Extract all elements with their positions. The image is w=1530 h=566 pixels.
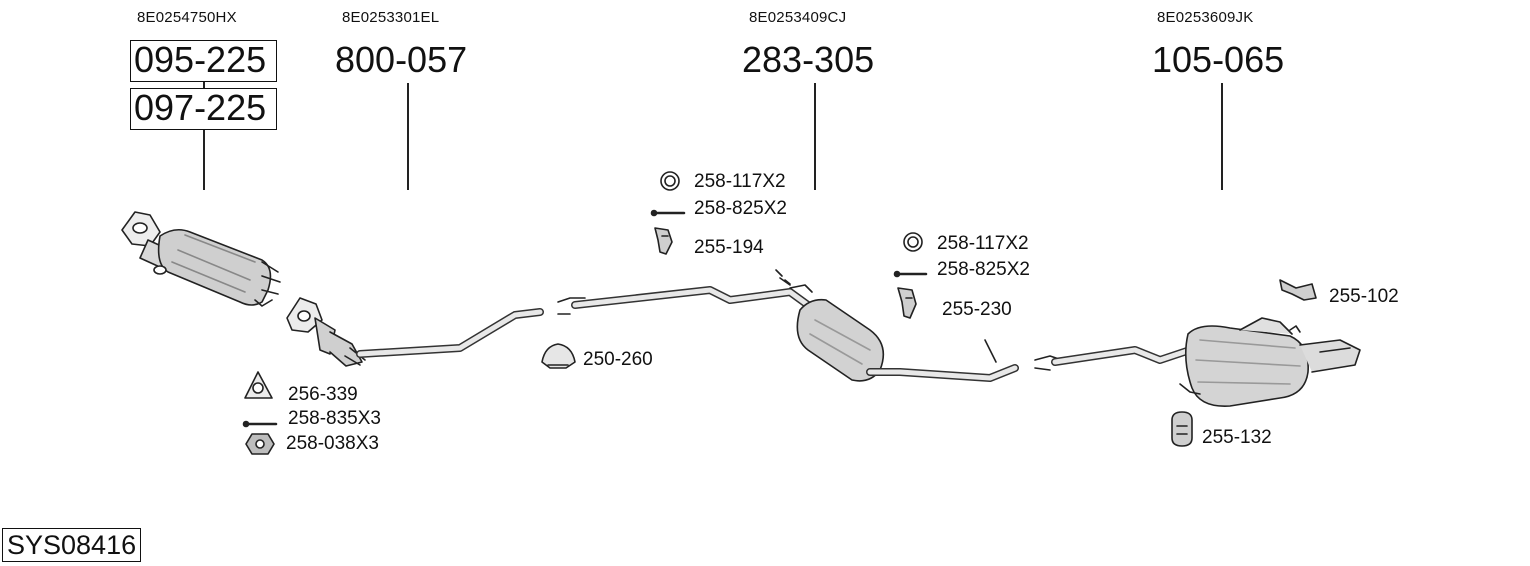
fitting-label[interactable]: 255-230	[942, 299, 1012, 320]
fitting-label[interactable]: 250-260	[583, 349, 653, 370]
fitting-label[interactable]: 258-117X2	[937, 233, 1029, 254]
oe-number-catalyst: 8E0254750HX	[137, 9, 237, 26]
fitting-label[interactable]: 258-825X2	[937, 259, 1030, 280]
oe-number-front-pipe: 8E0253301EL	[342, 9, 440, 26]
fitting-bolt-icon-2	[893, 270, 928, 278]
fitting-label[interactable]: 258-038X3	[286, 433, 379, 454]
fitting-nut-icon	[245, 433, 275, 455]
part-number-catalyst-box[interactable]: 095-225	[130, 40, 277, 82]
fitting-bolt-icon-1	[650, 209, 686, 217]
fitting-label[interactable]: 258-825X2	[694, 198, 787, 219]
front-pipe-drawing	[286, 297, 544, 367]
fitting-ring-icon-1	[660, 171, 680, 191]
fitting-label[interactable]: 258-117X2	[694, 171, 786, 192]
fitting-gasket-icon	[244, 371, 273, 399]
leader-line-front-pipe	[407, 83, 409, 190]
part-number-front-pipe[interactable]: 800-057	[335, 39, 468, 80]
oe-number-rear-silencer: 8E0253609JK	[1157, 9, 1254, 26]
leader-line	[203, 82, 205, 88]
fitting-label[interactable]: 255-102	[1329, 286, 1399, 307]
part-number-middle-silencer[interactable]: 283-305	[742, 39, 875, 80]
rear-silencer-drawing	[1034, 317, 1361, 407]
fitting-hanger-icon-1	[654, 227, 673, 255]
catalyst-drawing	[121, 211, 281, 307]
fitting-bracket-icon-3	[1279, 279, 1317, 301]
leader-line-rear-silencer	[1221, 83, 1223, 190]
fitting-label[interactable]: 255-132	[1202, 427, 1272, 448]
fitting-clamp-icon	[541, 343, 576, 369]
fitting-rubber-mount-icon	[1171, 411, 1193, 447]
oe-number-middle-silencer: 8E0253409CJ	[749, 9, 847, 26]
fitting-stud-icon	[242, 420, 278, 428]
part-number-rear-silencer[interactable]: 105-065	[1152, 39, 1285, 80]
fitting-label[interactable]: 255-194	[694, 237, 764, 258]
fitting-label[interactable]: 258-835X3	[288, 408, 381, 429]
fitting-hanger-icon-2	[897, 287, 917, 319]
middle-silencer-drawing	[557, 269, 1019, 382]
leader-line-middle-silencer	[814, 83, 816, 190]
leader-line-catalyst	[203, 130, 205, 190]
fitting-label[interactable]: 256-339	[288, 384, 358, 405]
system-code-box: SYS08416	[2, 528, 142, 562]
fitting-ring-icon-2	[903, 232, 923, 252]
part-number-catalyst-alt-box[interactable]: 097-225	[130, 88, 277, 130]
